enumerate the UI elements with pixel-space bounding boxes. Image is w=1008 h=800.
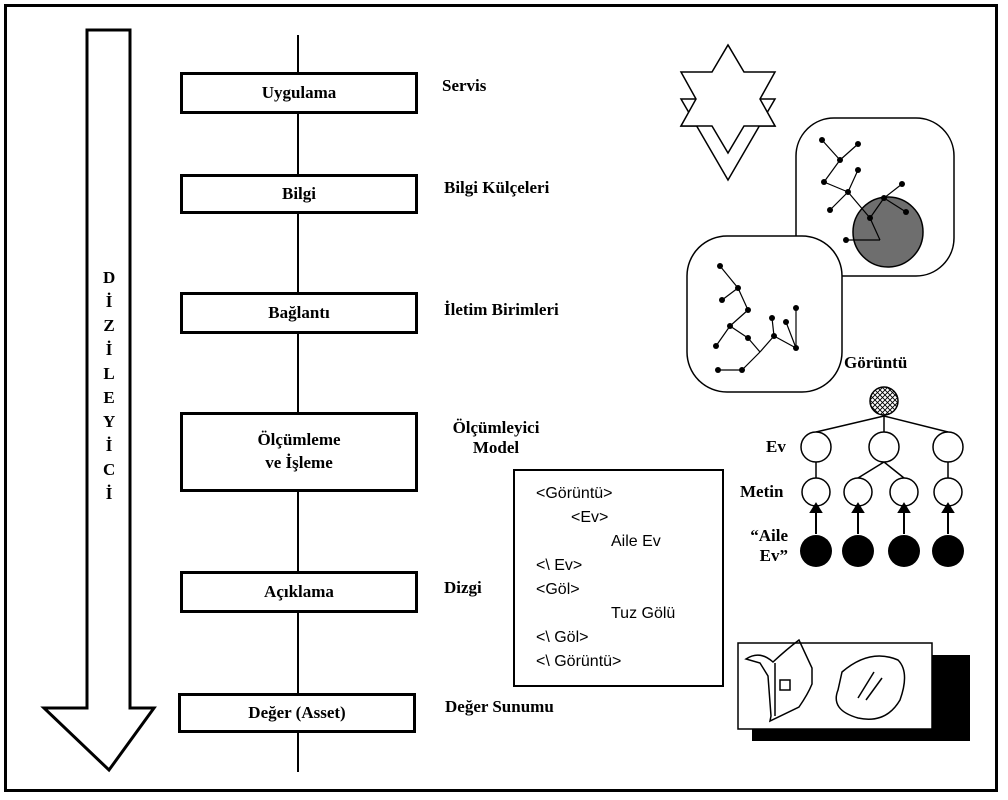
layer-box-measurement: Ölçümleme ve İşleme <box>180 412 418 492</box>
label-measurement-model-line1: Ölçümleyici <box>452 418 540 437</box>
label-asset-presentation: Değer Sunumu <box>445 697 554 716</box>
down-arrow <box>40 28 157 773</box>
tree-leaf-label-line1: “Aile <box>750 526 788 545</box>
house-lake-picture-icon <box>737 638 970 741</box>
tree-level1-nodes <box>800 431 964 463</box>
xml-line: Tuz Gölü <box>611 605 676 622</box>
tree-leaf-label: “Aile Ev” <box>738 526 788 566</box>
graph-panel-back-icon <box>795 117 955 277</box>
layer-box-measurement-line1: Ölçümleme <box>257 430 341 450</box>
xml-markup-box: <Görüntü> <Ev> Aile Ev <\ Ev> <Göl> Tuz … <box>513 469 724 687</box>
xml-line: <\ Görüntü> <box>536 653 622 670</box>
arrow-letter: İ <box>105 292 113 311</box>
arrow-letter: L <box>103 364 115 383</box>
layer-box-annotation: Açıklama <box>180 571 418 613</box>
arrow-letter: E <box>103 388 115 407</box>
label-measurement-model-line2: Model <box>472 438 520 457</box>
tree-up-arrows <box>809 502 955 534</box>
label-knowledge-nuggets: Bilgi Külçeleri <box>444 178 550 197</box>
label-measurement-model: Ölçümleyici Model <box>440 418 552 458</box>
layer-box-connection-text: Bağlantı <box>268 302 330 322</box>
xml-line: <Ev> <box>571 509 609 526</box>
arrow-letter: D <box>103 268 116 287</box>
arrow-letter: İ <box>105 436 113 455</box>
tree-root-label: Görüntü <box>844 353 908 372</box>
layer-box-asset: Değer (Asset) <box>178 693 416 733</box>
diagram-frame <box>4 4 998 792</box>
graph-panel-front-icon <box>686 235 843 393</box>
xml-line: <\ Göl> <box>536 629 589 646</box>
tree-level2-label: Metin <box>740 482 784 501</box>
xml-line: <Görüntü> <box>536 485 613 502</box>
hierarchy-tree-icon <box>815 415 949 479</box>
star-icon <box>679 43 777 182</box>
tree-leaf-label-line2: Ev” <box>759 546 788 565</box>
label-transmission-units: İletim Birimleri <box>444 300 559 319</box>
arrow-letter: C <box>103 460 116 479</box>
label-service: Servis <box>442 76 487 95</box>
layer-box-information: Bilgi <box>180 174 418 214</box>
tree-level1-label: Ev <box>766 437 786 456</box>
layer-box-connection: Bağlantı <box>180 292 418 334</box>
arrow-letter: Y <box>103 412 116 431</box>
tree-leaf-nodes <box>800 535 964 567</box>
tree-root-node <box>869 386 899 416</box>
arrow-letter: İ <box>105 484 113 503</box>
xml-line: Aile Ev <box>611 533 661 550</box>
label-string: Dizgi <box>444 578 482 597</box>
arrow-letter: İ <box>105 340 113 359</box>
xml-line: <\ Ev> <box>536 557 583 574</box>
layer-box-application: Uygulama <box>180 72 418 114</box>
tree-level2-nodes <box>801 477 963 507</box>
layer-box-measurement-line2: ve İşleme <box>265 453 333 472</box>
arrow-letter: Z <box>103 316 115 335</box>
xml-line: <Göl> <box>536 581 580 598</box>
